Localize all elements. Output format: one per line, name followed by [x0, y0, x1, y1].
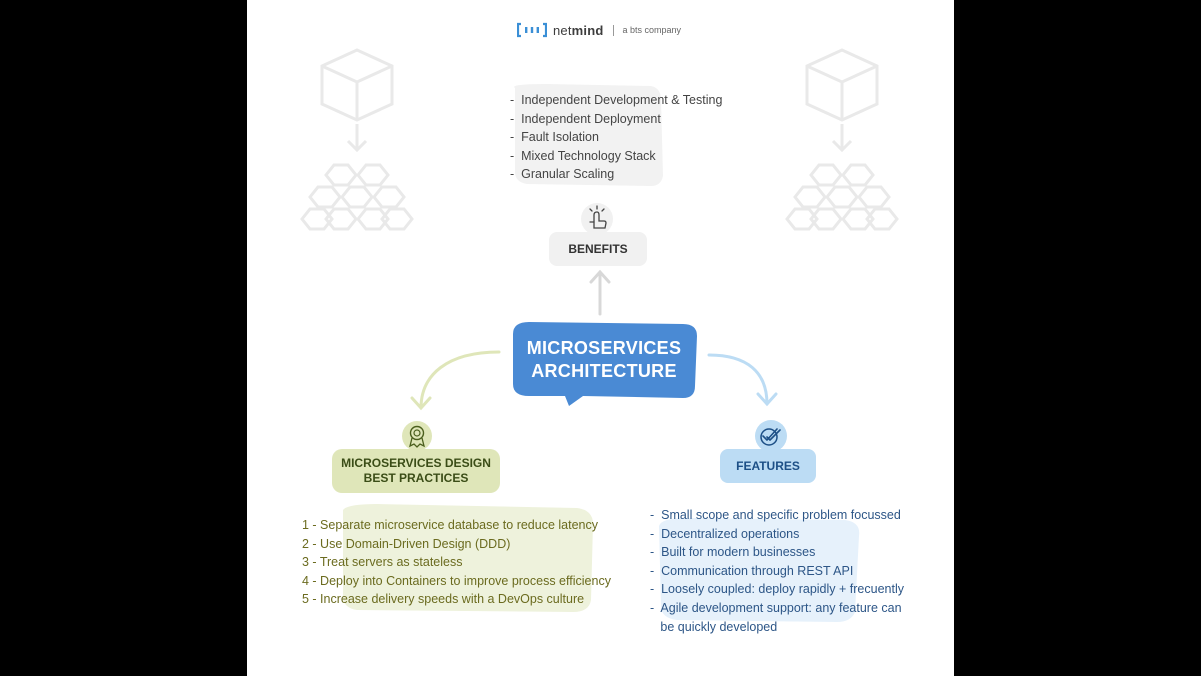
benefits-label: BENEFITS — [549, 232, 647, 266]
practices-label-line1: MICROSERVICES DESIGN — [341, 456, 491, 470]
center-title: MICROSERVICES ARCHITECTURE — [513, 322, 695, 398]
list-item: 3 - Treat servers as stateless — [302, 555, 463, 570]
list-item: Granular Scaling — [510, 165, 722, 184]
practices-list-backdrop — [343, 504, 593, 612]
practices-list: 1 - Separate microservice database to re… — [302, 516, 611, 609]
list-item: Loosely coupled: deploy rapidly + frecue… — [650, 580, 904, 599]
list-item: 2 - Use Domain-Driven Design (DDD) — [302, 536, 511, 551]
letterbox-right — [954, 0, 1201, 676]
list-item: 4 - Deploy into Containers to improve pr… — [302, 573, 611, 588]
practices-label: MICROSERVICES DESIGN BEST PRACTICES — [332, 449, 500, 493]
practices-label-line2: BEST PRACTICES — [363, 471, 469, 485]
cube-to-hexagons-icon — [785, 48, 899, 231]
double-check-icon — [755, 420, 787, 452]
list-item: Communication through REST API — [650, 562, 904, 581]
netmind-logo-icon — [517, 22, 547, 38]
center-speech-bubble — [513, 322, 697, 406]
list-item: Agile development support: any feature c… — [650, 599, 904, 618]
center-title-line2: ARCHITECTURE — [531, 361, 677, 381]
list-item: 5 - Increase delivery speeds with a DevO… — [302, 592, 585, 607]
pointing-hand-icon — [581, 203, 613, 235]
benefits-arrow — [589, 269, 611, 316]
features-list: Small scope and specific problem focusse… — [650, 506, 904, 636]
practices-arrow — [410, 350, 501, 411]
list-item: Decentralized operations — [650, 525, 904, 544]
list-item: Independent Deployment — [510, 110, 722, 129]
brand-name: netmind — [553, 22, 604, 38]
list-item: 1 - Separate microservice database to re… — [302, 518, 598, 532]
award-badge-icon — [402, 421, 432, 451]
letterbox-left — [0, 0, 247, 676]
features-arrow — [707, 353, 778, 407]
brand-header: netmind a bts company — [517, 22, 681, 38]
cube-to-hexagons-icon — [300, 48, 414, 231]
brand-tagline: a bts company — [622, 25, 682, 35]
list-item: Fault Isolation — [510, 128, 722, 147]
list-item: Independent Development & Testing — [510, 91, 722, 110]
infographic-page: netmind a bts company Independent Develo… — [247, 0, 954, 676]
list-item-continuation: be quickly developed — [660, 619, 778, 634]
list-item: Built for modern businesses — [650, 543, 904, 562]
list-item: Mixed Technology Stack — [510, 147, 722, 166]
benefits-list: Independent Development & Testing Indepe… — [510, 91, 722, 184]
features-label: FEATURES — [720, 449, 816, 483]
center-title-line1: MICROSERVICES — [526, 338, 682, 358]
brand-divider — [612, 24, 614, 36]
list-item: Small scope and specific problem focusse… — [650, 506, 904, 525]
